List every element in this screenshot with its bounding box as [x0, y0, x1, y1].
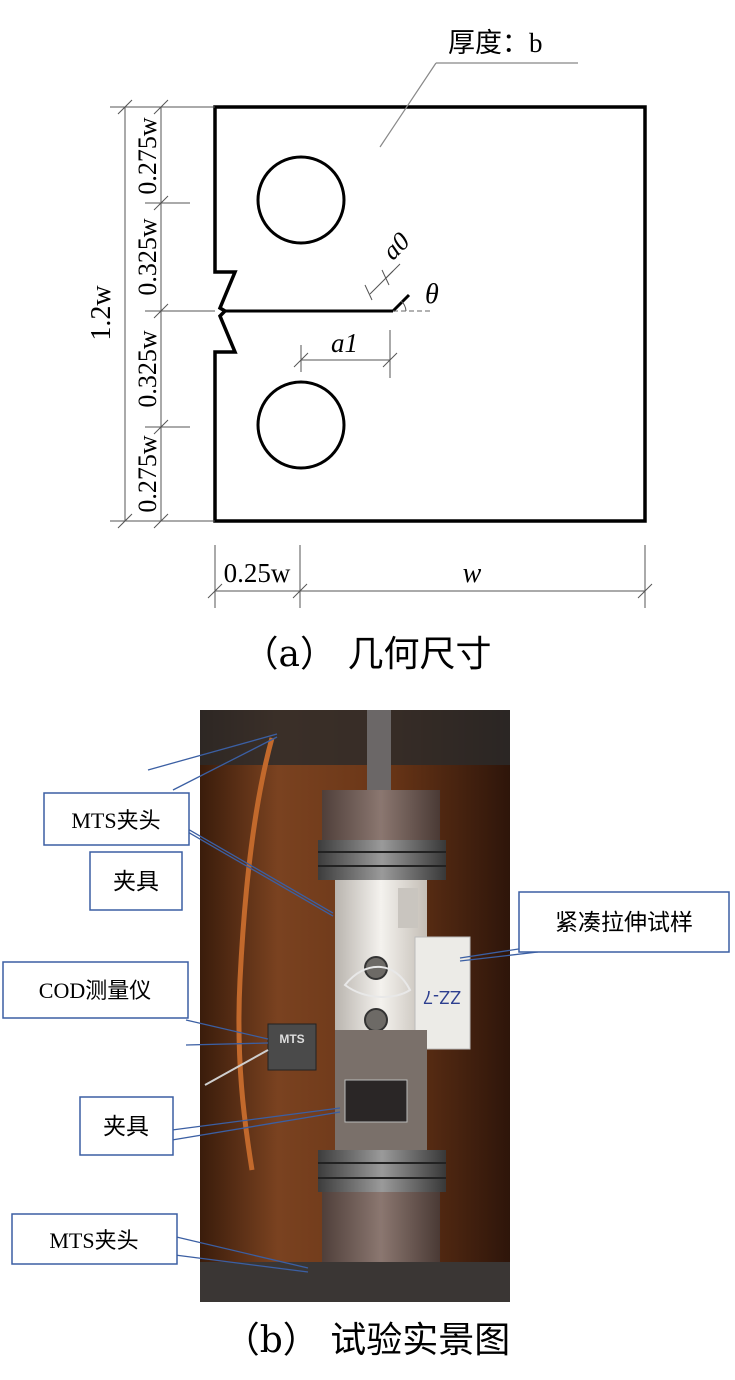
caption-b: （b） 试验实景图: [224, 1320, 511, 1361]
svg-text:MTS夹头: MTS夹头: [71, 808, 160, 833]
orange-cable: [236, 737, 275, 1171]
upper-rings: [318, 840, 446, 880]
dim-025w: 0.25w: [224, 558, 291, 588]
dim-top-0325w: 0.325w: [133, 218, 162, 296]
upper-pin-hole: [256, 155, 346, 245]
cod-cable: [204, 1049, 269, 1086]
svg-text:COD测量仪: COD测量仪: [39, 978, 151, 1003]
wire-loop: [343, 965, 412, 998]
svg-text:夹具: 夹具: [113, 869, 159, 894]
crack-tip: [391, 293, 411, 313]
lower-pin-hole: [256, 380, 346, 470]
dim-a1: a1: [331, 328, 358, 358]
dim-w: w: [463, 558, 482, 589]
fixture-nameplate: [344, 1079, 408, 1123]
top-grip-housing: [200, 710, 510, 765]
specimen-outline: [213, 105, 647, 523]
thickness-leader: [379, 62, 437, 148]
dim-a0: a0: [377, 227, 416, 266]
fixture-label-plate: [398, 888, 418, 928]
caption-a: （a） 几何尺寸: [243, 634, 492, 675]
dim-theta: θ: [425, 279, 439, 310]
a1-dimension: [293, 330, 398, 378]
cod-gauge: [267, 1023, 317, 1071]
callout-mts-bottom: MTS夹头: [11, 1213, 178, 1265]
specimen-mark: ZZ-7: [423, 987, 461, 1007]
left-dimensions: [110, 99, 215, 529]
callout-specimen: 紧凑拉伸试样: [518, 891, 730, 953]
dim-bottom-0275w: 0.275w: [133, 435, 162, 513]
svg-text:MTS夹头: MTS夹头: [49, 1228, 138, 1253]
bottom-dimensions: [207, 545, 653, 608]
lower-grip-block: [322, 1192, 440, 1262]
callout-mts-top: MTS夹头: [43, 792, 190, 846]
thickness-label: 厚度：b: [448, 28, 543, 58]
svg-text:紧凑拉伸试样: 紧凑拉伸试样: [555, 910, 693, 935]
dim-1-2w: 1.2w: [86, 285, 117, 341]
lower-rings: [318, 1150, 446, 1192]
cod-brand: MTS: [279, 1032, 304, 1046]
bottom-grip-housing: [200, 1262, 510, 1302]
upper-grip-block: [322, 790, 440, 845]
geometry-drawing: 厚度：b 1.2w 0.275w 0.325w 0.325w 0.275w: [86, 28, 653, 608]
svg-text:夹具: 夹具: [103, 1114, 149, 1139]
dim-top-0275w: 0.275w: [133, 117, 162, 195]
callout-fixture-bottom: 夹具: [79, 1096, 174, 1156]
callout-fixture-top: 夹具: [89, 851, 183, 911]
dim-bottom-0325w: 0.325w: [133, 330, 162, 408]
callout-cod: COD测量仪: [2, 961, 189, 1019]
pull-rod-top: [367, 710, 391, 805]
a0-dimension: [364, 263, 401, 301]
lower-pin: [364, 1008, 388, 1032]
test-photo: ZZ-7 MTS: [200, 710, 510, 1302]
